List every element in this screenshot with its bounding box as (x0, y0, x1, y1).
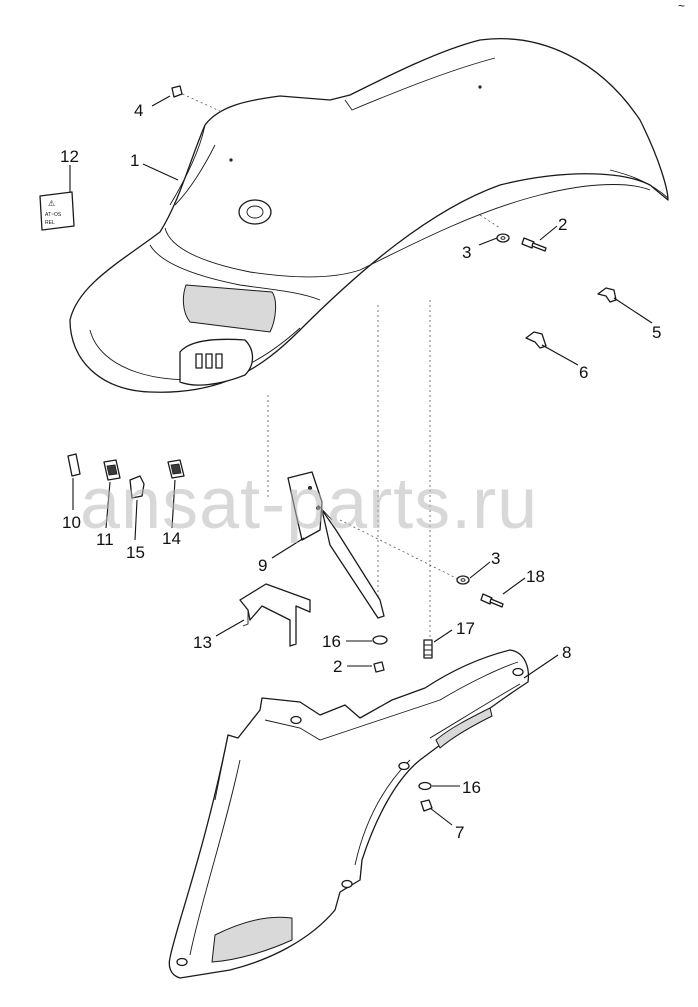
bracket-part-13 (239, 583, 311, 647)
decal-text: REL (45, 220, 55, 226)
warning-decal-part-12: ⚠ AT~OS REL (39, 191, 75, 231)
callout-10: 10 (62, 513, 81, 532)
alignment-line (177, 91, 223, 113)
callout-1: 1 (130, 151, 139, 170)
callout-6: 6 (579, 363, 588, 382)
callout-14: 14 (162, 529, 181, 548)
bolt-part-18 (480, 593, 504, 608)
clip-part-10 (67, 453, 81, 477)
callout-18: 18 (526, 567, 545, 586)
inner-liner-part-8 (168, 649, 530, 979)
bolt-part-2 (373, 661, 385, 673)
callout-16: 16 (322, 632, 341, 651)
corner-mark: ~ (678, 0, 685, 13)
callout-3: 3 (491, 549, 500, 568)
callout-4: 4 (134, 101, 143, 120)
callout-9: 9 (258, 556, 267, 575)
alignment-line (339, 519, 461, 581)
callout-11: 11 (96, 530, 114, 549)
washer-part-16 (372, 635, 388, 645)
leader-lines (69, 95, 653, 826)
callout-13: 13 (193, 633, 212, 652)
callout-labels: 1 2 2 3 3 4 5 6 7 8 9 10 11 12 13 14 15 … (60, 101, 661, 842)
watermark: ansat-parts.ru (80, 464, 538, 544)
washer-part-3 (496, 233, 510, 243)
callout-7: 7 (455, 823, 464, 842)
clip-part-6 (525, 331, 547, 349)
clip-part-15 (129, 475, 145, 499)
washer-part-3 (456, 575, 470, 585)
callout-2: 2 (333, 657, 342, 676)
callout-12: 12 (60, 147, 79, 166)
decal-text: AT~OS (45, 212, 62, 218)
clip-part-11 (103, 459, 121, 481)
nut-part-4 (171, 85, 183, 98)
callout-17: 17 (456, 619, 475, 638)
clip-part-14 (167, 459, 185, 479)
alignment-line (479, 214, 501, 229)
stud-part-17 (423, 639, 433, 659)
callout-15: 15 (126, 543, 145, 562)
callout-3: 3 (462, 243, 471, 262)
nut-part-7 (420, 799, 433, 812)
washer-part-16 (418, 781, 432, 791)
fender-part-1 (69, 38, 669, 393)
decal-warning-icon: ⚠ (48, 199, 55, 208)
bracket-part-9 (287, 471, 385, 619)
bolt-part-2 (521, 237, 547, 252)
callout-2: 2 (558, 215, 567, 234)
callout-8: 8 (562, 643, 571, 662)
clip-part-5 (597, 287, 617, 303)
callout-16: 16 (462, 778, 481, 797)
callout-5: 5 (652, 323, 661, 342)
